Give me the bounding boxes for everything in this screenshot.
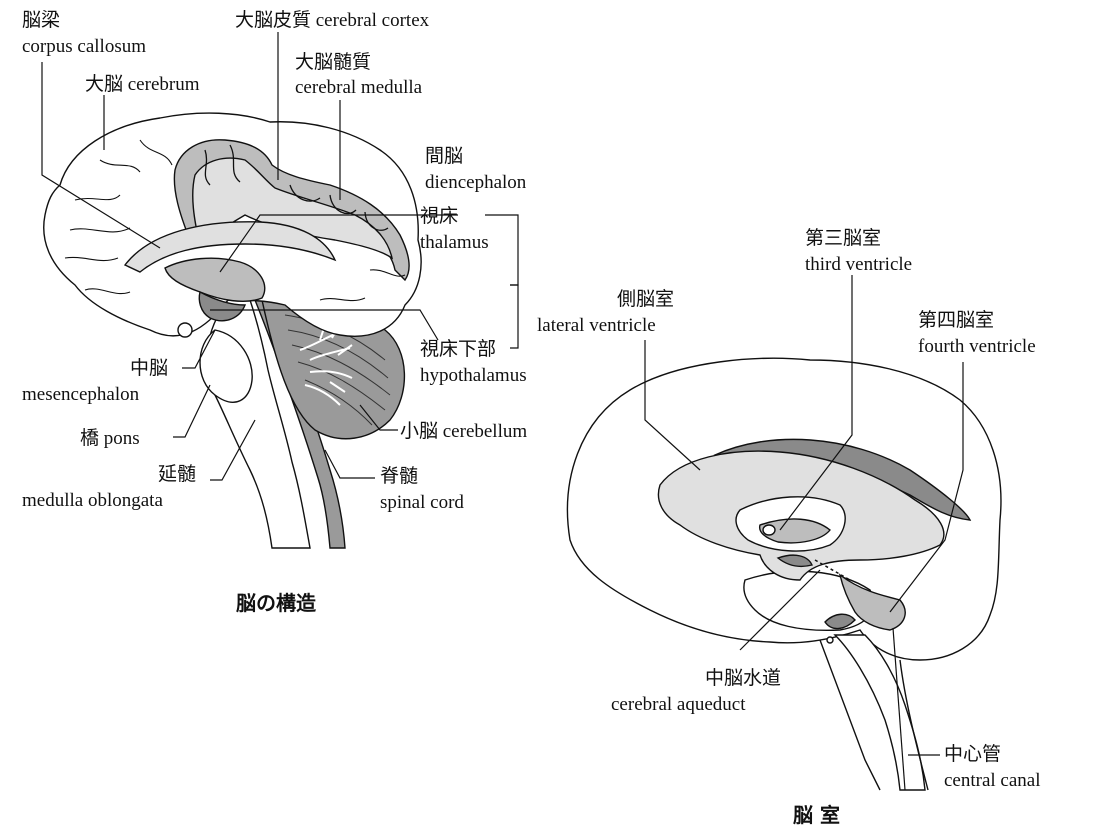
label-diencephalon-jp: 間脳 [425, 145, 463, 167]
label-hypothalamus-en: hypothalamus [420, 365, 527, 386]
label-spinal-cord-en: spinal cord [380, 492, 464, 513]
label-aqueduct-en: cerebral aqueduct [611, 694, 746, 715]
label-medulla-en: medulla oblongata [22, 490, 163, 511]
pituitary [178, 323, 192, 337]
label-mesencephalon-jp: 中脳 [130, 357, 168, 379]
label-cerebral-cortex: 大脳皮質 cerebral cortex [235, 9, 430, 31]
label-cerebrum: 大脳 cerebrum [85, 73, 200, 95]
label-diencephalon-en: diencephalon [425, 172, 527, 193]
label-fourth-ventricle-jp: 第四脳室 [918, 309, 994, 331]
label-corpus-callosum-jp: 脳梁 [22, 9, 60, 31]
caption-ventricles: 脳 室 [792, 803, 840, 827]
caption-brain-structure: 脳の構造 [235, 591, 317, 615]
label-third-ventricle-en: third ventricle [805, 254, 912, 275]
label-aqueduct-jp: 中脳水道 [705, 667, 781, 689]
label-lateral-ventricle-en: lateral ventricle [537, 315, 656, 336]
label-central-canal-jp: 中心管 [944, 743, 1001, 765]
label-thalamus-en: thalamus [420, 232, 489, 253]
interthalamic-adhesion [763, 525, 775, 535]
label-fourth-ventricle-en: fourth ventricle [918, 336, 1036, 357]
leader-diencephalon [485, 215, 518, 285]
label-medulla-jp: 延髄 [158, 463, 196, 485]
label-cerebral-medulla-en: cerebral medulla [295, 77, 423, 98]
label-mesencephalon-en: mesencephalon [22, 384, 140, 405]
left-brain-figure: 脳梁 corpus callosum 大脳 cerebrum 大脳皮質 cere… [22, 9, 527, 615]
label-central-canal-en: central canal [944, 770, 1041, 791]
label-pons: 橋 pons [80, 427, 140, 449]
label-spinal-cord-jp: 脊髄 [380, 465, 418, 487]
leader-pons [173, 385, 210, 437]
label-lateral-ventricle-jp: 側脳室 [617, 288, 674, 310]
label-cerebellum: 小脳 cerebellum [400, 420, 527, 442]
label-cerebral-medulla-jp: 大脳髄質 [295, 51, 371, 73]
right-ventricle-figure: 第三脳室 third ventricle 側脳室 lateral ventric… [537, 227, 1041, 827]
leader-diencephalon-lower [510, 285, 518, 348]
label-third-ventricle-jp: 第三脳室 [805, 227, 881, 249]
leader-spinal-cord [325, 450, 375, 478]
label-hypothalamus-jp: 視床下部 [420, 338, 496, 360]
label-thalamus-jp: 視床 [420, 205, 458, 227]
right-small-circle [827, 637, 833, 643]
label-corpus-callosum-en: corpus callosum [22, 36, 146, 57]
